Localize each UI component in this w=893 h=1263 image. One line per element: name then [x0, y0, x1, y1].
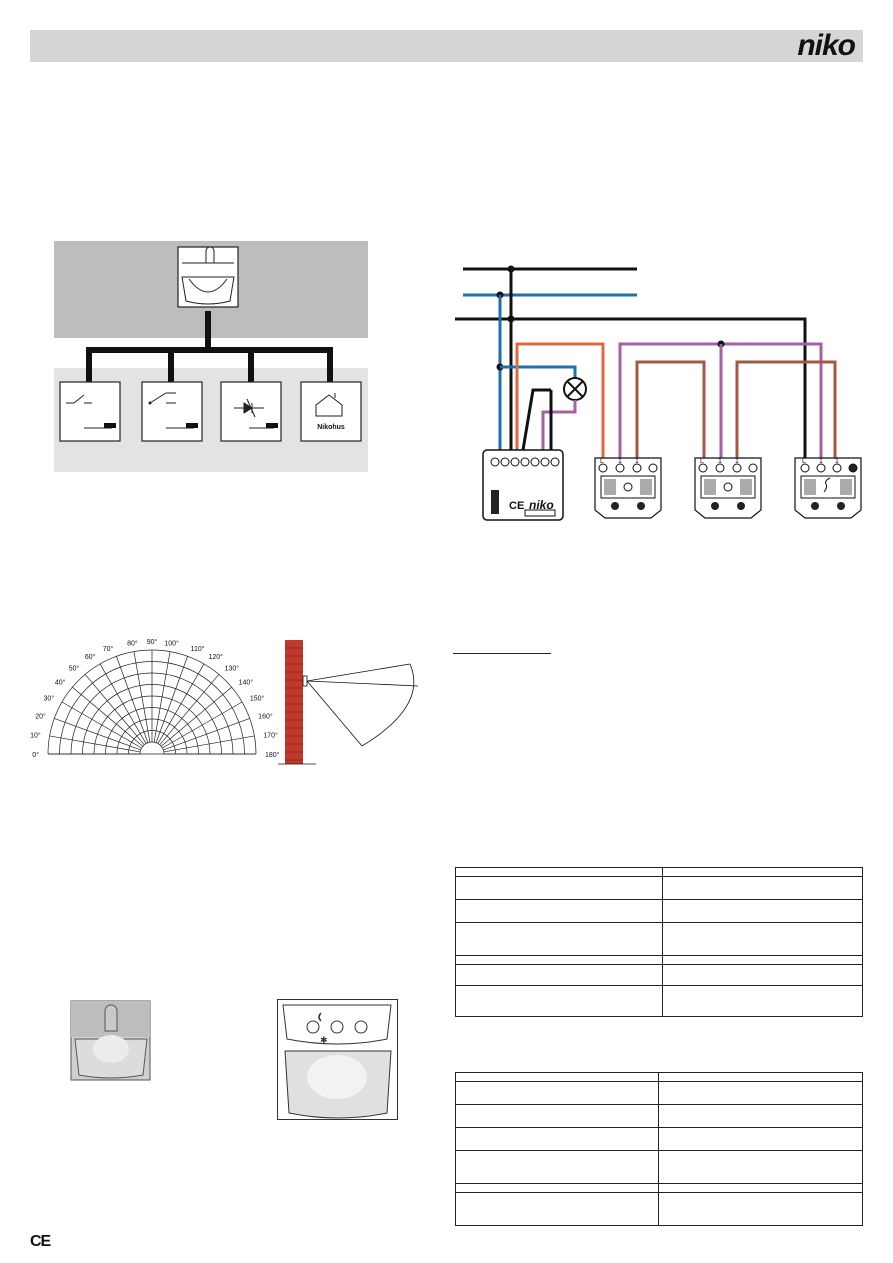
svg-text:1: 1 [819, 458, 823, 465]
spec-table-1 [455, 867, 863, 1017]
svg-text:L: L [802, 458, 806, 465]
section-underline [453, 653, 551, 654]
angle-ray [116, 656, 149, 743]
angle-label: 120° [209, 653, 224, 661]
sensor-product-large: ✱ [277, 999, 398, 1120]
nikohome-label: Nikohus [317, 424, 345, 431]
angle-label: 80° [127, 640, 138, 648]
sun-icon: ✱ [320, 1036, 328, 1046]
spec-table-2 [455, 1072, 863, 1226]
angle-ray [157, 663, 205, 744]
svg-text:1: 1 [718, 458, 722, 465]
angle-ray [49, 735, 141, 753]
switch-icon [59, 381, 121, 442]
svg-text:1: 1 [635, 458, 639, 465]
angle-ray [163, 735, 255, 753]
svg-text:L: L [600, 458, 604, 465]
svg-text:1: 1 [618, 458, 622, 465]
angle-ray [54, 718, 141, 751]
angle-ray [159, 674, 220, 746]
angle-label: 50° [69, 664, 80, 672]
angle-label: 110° [191, 645, 205, 653]
controller-device: CE niko [482, 449, 564, 521]
svg-text:1: 1 [835, 458, 839, 465]
angle-label: 0° [32, 751, 39, 759]
angle-ray [160, 686, 232, 747]
sensor-product-small [70, 1000, 151, 1081]
wall-side-view [278, 640, 419, 765]
angle-label: 150° [250, 695, 265, 703]
angle-label: 70° [103, 645, 114, 653]
sensor-icon [177, 246, 239, 308]
angle-ray [155, 656, 188, 743]
angle-label: 140° [239, 678, 254, 686]
pushbutton-2 [694, 457, 762, 519]
dimmer-icon [220, 381, 282, 442]
angle-label: 30° [44, 695, 55, 703]
angle-label: 20° [35, 712, 46, 720]
pushbutton-1 [594, 457, 662, 519]
angle-label: 170° [263, 731, 278, 739]
angle-ray [72, 686, 144, 747]
pushbutton-3 [794, 457, 862, 519]
device-brand: niko [529, 498, 554, 512]
angle-ray [99, 663, 147, 744]
system-diagram: Nikohus [54, 241, 368, 472]
angle-label: 160° [258, 712, 273, 720]
angle-label: 100° [164, 640, 179, 648]
ce-mark: CE [30, 1233, 51, 1250]
svg-text:L: L [700, 458, 704, 465]
brand-logo: niko [797, 29, 856, 62]
angle-ray [133, 651, 151, 743]
header-bar: niko [30, 30, 863, 62]
angle-label: 40° [55, 678, 66, 686]
angle-ray [61, 701, 142, 749]
nikohome-icon [300, 381, 362, 442]
angle-ray [163, 718, 250, 751]
angle-ray [162, 701, 243, 749]
angle-label: 60° [85, 653, 96, 661]
angle-ray [84, 674, 145, 746]
changeover-icon [141, 381, 203, 442]
angle-label: 130° [225, 664, 240, 672]
ce-label: CE [509, 500, 524, 512]
angle-label: 90° [147, 638, 158, 646]
angle-label: 180° [265, 751, 280, 759]
angle-ray [153, 651, 171, 743]
wiring-diagram: CE niko L 1 1 L 1 1 L 1 1 [455, 265, 862, 521]
angle-label: 10° [30, 731, 41, 739]
svg-text:1: 1 [735, 458, 739, 465]
detection-angle-diagram: 0° 10° 20° 30° 40°50° 60° 70° 80° 90° 100° 110° 120… [30, 638, 280, 759]
